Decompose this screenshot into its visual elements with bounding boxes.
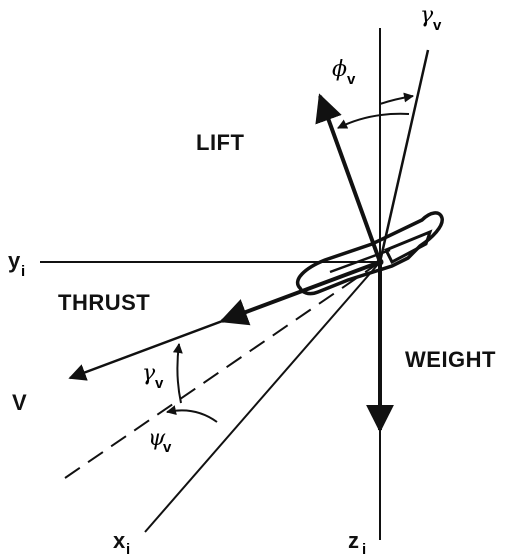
z-axis-subscript: i: [362, 541, 366, 556]
projection-dashed-line: [64, 261, 381, 479]
psi-arc: [166, 405, 218, 423]
x-axis-label: x: [113, 528, 126, 553]
gamma-top-label: γ: [420, 3, 434, 28]
y-axis-subscript: i: [21, 263, 25, 280]
gamma-left-arc: [172, 343, 183, 404]
gamma-left-label: γ: [142, 361, 156, 386]
phi-arc: [337, 112, 410, 129]
gamma-top-subscript: v: [433, 17, 442, 34]
phi-label: ϕ: [332, 57, 347, 82]
x-axis-subscript: i: [126, 541, 130, 556]
gamma-reference-line: [378, 49, 430, 263]
x-axis-line: [144, 261, 381, 533]
z-axis-label: z: [348, 528, 359, 553]
phi-subscript: v: [347, 71, 356, 88]
gamma-top-arc: [379, 92, 414, 105]
y-axis-label: y: [8, 248, 21, 273]
gamma-left-subscript: v: [155, 375, 164, 392]
psi-label: ψ: [148, 426, 166, 451]
aircraft-icon: [295, 211, 444, 296]
psi-subscript: v: [163, 439, 172, 456]
weight-label: WEIGHT: [405, 347, 496, 372]
lift-vector: [315, 93, 382, 263]
velocity-label: V: [12, 390, 27, 415]
thrust-label: THRUST: [58, 290, 150, 315]
lift-label: LIFT: [196, 130, 244, 155]
